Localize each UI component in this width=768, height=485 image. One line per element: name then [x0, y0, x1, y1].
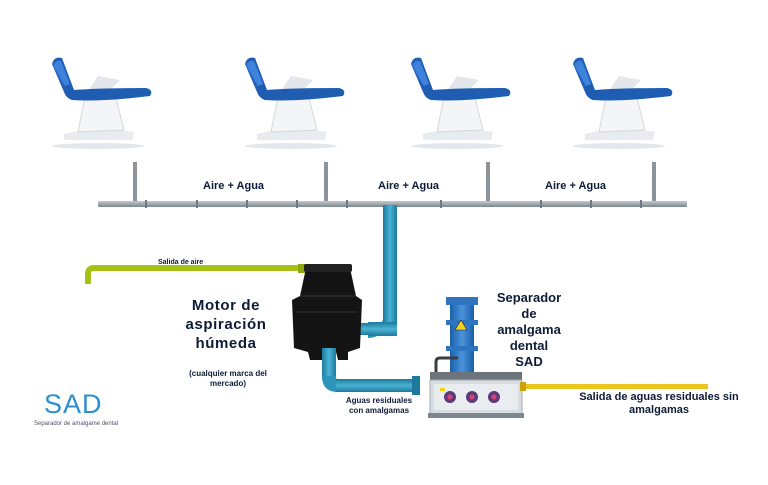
- chair-label-2: Aire + Agua: [378, 180, 440, 192]
- vacuum-pipe: [383, 205, 397, 327]
- dental-chair: [51, 57, 152, 150]
- suction-motor: [292, 264, 362, 360]
- clean-water-outlet-pipe: [522, 384, 708, 389]
- rail-joints: [145, 200, 642, 208]
- inlet-label: Aguas residuales con amalgamas: [345, 396, 413, 415]
- amalgam-separator-unit: [428, 297, 524, 418]
- air-outlet-pipe: [85, 265, 300, 284]
- motor-title: Motor de aspiración húmeda: [180, 296, 272, 353]
- dental-chair: [410, 57, 511, 150]
- dental-chair: [572, 57, 673, 150]
- separator-title: Separador de amalgama dental SAD: [488, 290, 570, 370]
- air-outlet-label: Salida de aire: [158, 259, 204, 266]
- brand-name: SAD: [44, 389, 103, 419]
- outlet-label: Salida de aguas residuales sin amalgamas: [579, 391, 739, 416]
- wastewater-inlet-pipe: [336, 379, 416, 392]
- motor-title-line3: húmeda: [195, 335, 257, 352]
- separator-title-line4: dental: [509, 338, 549, 353]
- chair-label-3: Aire + Agua: [545, 180, 607, 192]
- motor-title-line2: aspiración: [185, 316, 267, 333]
- separator-title-line3: amalgama: [497, 322, 561, 337]
- chair-label-1: Aire + Agua: [203, 180, 265, 192]
- separator-title-line2: de: [521, 306, 537, 321]
- separator-title-line5: SAD: [515, 354, 543, 369]
- motor-title-line1: Motor de: [191, 297, 261, 314]
- chair-drop-pipes: [133, 162, 656, 202]
- motor-note: (cualquier marca del mercado): [189, 369, 267, 388]
- separator-title-line1: Separador: [496, 290, 562, 305]
- dental-chair: [244, 57, 345, 150]
- brand-tagline: Separador de amalgame dental: [34, 421, 119, 427]
- main-manifold-pipe: [98, 201, 687, 207]
